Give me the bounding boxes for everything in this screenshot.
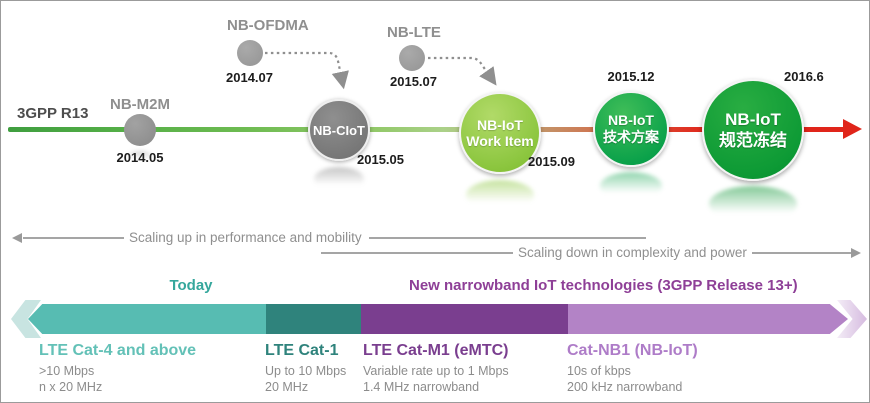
freeze-line2: 规范冻结 bbox=[719, 131, 787, 150]
node-nb-m2m bbox=[124, 114, 156, 146]
dotted-evolution-arrows bbox=[265, 51, 497, 90]
scaling-up-line bbox=[369, 237, 646, 239]
bar-segment-lte-cat1 bbox=[266, 304, 361, 334]
category-spec: n x 20 MHz bbox=[39, 380, 103, 394]
nb-m2m-date: 2014.05 bbox=[95, 150, 185, 165]
nb-m2m-label: NB-M2M bbox=[110, 96, 170, 113]
reflection bbox=[709, 186, 797, 222]
category-lte-cat4: LTE Cat-4 and above >10 Mbps n x 20 MHz bbox=[39, 342, 196, 395]
bar-segment-lte-cat4 bbox=[28, 304, 266, 334]
nb-ofdma-label: NB-OFDMA bbox=[227, 17, 309, 34]
plan-line1: NB-IoT bbox=[608, 112, 654, 129]
category-spec: 1.4 MHz narrowband bbox=[363, 380, 480, 394]
reflection bbox=[314, 167, 364, 191]
category-title: LTE Cat-M1 (eMTC) bbox=[363, 342, 509, 359]
reflection bbox=[466, 180, 534, 210]
node-nb-lte bbox=[399, 45, 425, 71]
category-lte-cat1: LTE Cat-1 Up to 10 Mbps 20 MHz bbox=[265, 342, 346, 395]
nb-ciot-date: 2015.05 bbox=[357, 152, 404, 167]
category-cat-nb1: Cat-NB1 (NB-IoT) 10s of kbps 200 kHz nar… bbox=[567, 342, 698, 395]
lte-to-workitem-arrow bbox=[428, 56, 497, 86]
category-spec: Up to 10 Mbps bbox=[265, 364, 347, 378]
bar-segment-lte-catm1 bbox=[361, 304, 568, 334]
plan-line2: 技术方案 bbox=[603, 129, 659, 145]
new-technologies-label: New narrowband IoT technologies (3GPP Re… bbox=[409, 277, 798, 294]
timeline-arrowhead-icon bbox=[843, 119, 862, 139]
category-spec: 20 MHz bbox=[265, 380, 309, 394]
nb-ofdma-date: 2014.07 bbox=[226, 70, 273, 85]
node-nb-iot-spec-freeze: NB-IoT 规范冻结 bbox=[702, 79, 804, 181]
freeze-date: 2016.6 bbox=[784, 69, 824, 84]
category-spec: 200 kHz narrowband bbox=[567, 380, 683, 394]
nb-lte-date: 2015.07 bbox=[390, 74, 437, 89]
scaling-down-line bbox=[321, 252, 513, 254]
plan-date: 2015.12 bbox=[607, 69, 655, 84]
category-spec: 10s of kbps bbox=[567, 364, 631, 378]
scaling-up-line bbox=[23, 237, 124, 239]
freeze-line1: NB-IoT bbox=[725, 109, 781, 129]
today-label: Today bbox=[169, 277, 213, 294]
category-title: LTE Cat-1 bbox=[265, 342, 339, 359]
ofdma-to-ciot-arrow bbox=[265, 51, 349, 90]
reflection bbox=[600, 172, 662, 200]
node-nb-ciot: NB-CIoT bbox=[308, 99, 370, 161]
category-spec: Variable rate up to 1 Mbps bbox=[363, 364, 509, 378]
node-nb-iot-tech-plan: NB-IoT 技术方案 bbox=[593, 91, 669, 167]
nb-ciot-label: NB-CIoT bbox=[313, 122, 365, 138]
category-title: LTE Cat-4 and above bbox=[39, 342, 197, 359]
node-nb-iot-work-item: NB-IoT Work Item bbox=[459, 92, 541, 174]
nb-lte-label: NB-LTE bbox=[387, 24, 441, 41]
release-label: 3GPP R13 bbox=[17, 105, 89, 122]
node-nb-ofdma bbox=[237, 40, 263, 66]
workitem-line1: NB-IoT bbox=[477, 116, 523, 133]
timeline-axis bbox=[8, 127, 846, 132]
scaling-down-line bbox=[752, 252, 851, 254]
workitem-date: 2015.09 bbox=[528, 154, 575, 169]
workitem-line2: Work Item bbox=[466, 133, 534, 149]
reflection bbox=[128, 151, 152, 161]
category-spec: >10 Mbps bbox=[39, 364, 95, 378]
scaling-up-left-arrow-icon bbox=[12, 233, 22, 243]
category-lte-catm1: LTE Cat-M1 (eMTC) Variable rate up to 1 … bbox=[363, 342, 509, 395]
scaling-down-text: Scaling down in complexity and power bbox=[518, 245, 747, 260]
bar-segment-cat-nb1 bbox=[568, 304, 848, 334]
scaling-up-text: Scaling up in performance and mobility bbox=[129, 230, 362, 245]
scaling-down-right-arrow-icon bbox=[851, 248, 861, 258]
category-title: Cat-NB1 (NB-IoT) bbox=[567, 342, 698, 359]
